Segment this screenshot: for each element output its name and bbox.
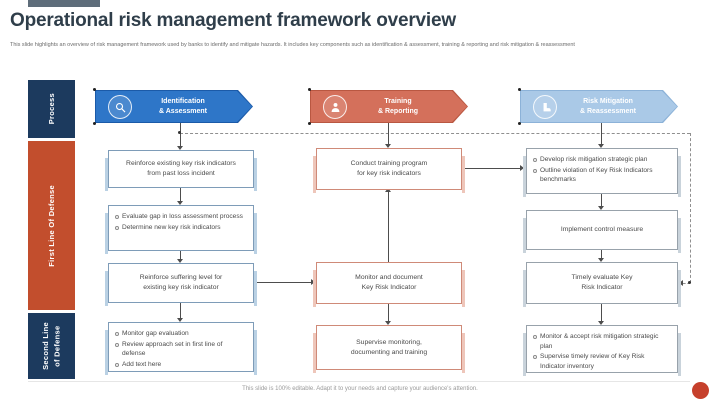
bullet-item: Review approach set in first line of def… [113, 340, 247, 359]
sidebar-band-process: Process [28, 80, 75, 138]
header-risk-mitigation-reassessment: Risk Mitigation & Reassessment [518, 88, 678, 125]
header-identification-assessment: Identification & Assessment [93, 88, 253, 125]
arrowhead-down [598, 321, 604, 325]
arrowhead-down [177, 146, 183, 150]
red-dot-badge [692, 382, 709, 399]
bullet-item: Outline violation of Key Risk Indicators… [531, 166, 671, 185]
arrowhead-left [679, 280, 683, 286]
box-text: Reinforce suffering level for existing k… [139, 274, 223, 291]
arrowhead-up [385, 188, 391, 192]
box-supervise-monitoring: Supervise monitoring, documenting and tr… [313, 325, 465, 373]
bullet-list: Develop risk mitigation strategic plan O… [527, 149, 677, 190]
footer-note: This slide is 100% editable. Adapt it to… [242, 386, 478, 392]
connector-c2b1-c3b1 [461, 168, 520, 169]
arrowhead-down [598, 258, 604, 262]
box-develop-mitigation-plan: Develop risk mitigation strategic plan O… [523, 148, 681, 197]
bullet-list: Monitor gap evaluation Review approach s… [109, 323, 253, 374]
box-text: Implement control measure [560, 226, 644, 234]
box-monitor-document-kri: Monitor and document Key Risk Indicator [313, 262, 465, 307]
connector-c1b2-c1b3 [180, 250, 181, 259]
arrowhead-down [385, 321, 391, 325]
bullet-list: Evaluate gap in loss assessment process … [109, 206, 253, 237]
connector-header3-box [601, 123, 602, 144]
dashed-feedback-stub [683, 283, 690, 284]
arrowhead-down [385, 144, 391, 148]
bullet-item: Monitor gap evaluation [113, 329, 247, 339]
connector-c3b1-c3b2 [601, 193, 602, 206]
box-text: Conduct training program for key risk in… [350, 160, 428, 177]
arrowhead-down [177, 318, 183, 322]
magnifier-icon [108, 95, 132, 119]
arrowhead-down [177, 259, 183, 263]
connector-c3b3-c3b4 [601, 303, 602, 321]
box-monitor-accept-plan: Monitor & accept risk mitigation strateg… [523, 325, 681, 376]
dashed-feedback-top [180, 133, 690, 134]
top-tab-bar [28, 0, 100, 7]
boot-icon [533, 95, 557, 119]
box-monitor-gap-evaluation: Monitor gap evaluation Review approach s… [105, 322, 257, 375]
bullet-item: Evaluate gap in loss assessment process [113, 212, 247, 222]
sidebar-band-second-line: Second Line of Defense [28, 313, 75, 379]
arrowhead-right [520, 165, 524, 171]
arrowhead-down [598, 206, 604, 210]
box-implement-control-measure: Implement control measure [523, 210, 681, 253]
bullet-item: Monitor & accept risk mitigation strateg… [531, 332, 671, 351]
box-text: Reinforce existing key risk indicators f… [126, 160, 236, 177]
connector-c2b2-c2b1 [388, 192, 389, 262]
sidebar-label-second-line: Second Line of Defense [41, 322, 62, 370]
box-text: Supervise monitoring, documenting and tr… [350, 338, 428, 356]
connector-c1b1-c1b2 [180, 187, 181, 201]
box-text: Timely evaluate Key Risk Indicator [571, 274, 633, 291]
connector-junction-dot [178, 131, 181, 134]
bullet-list: Monitor & accept risk mitigation strateg… [527, 326, 677, 376]
connector-header1-box1 [180, 123, 181, 146]
sidebar-band-first-line: First Line Of Defense [28, 141, 75, 310]
bullet-item: Develop risk mitigation strategic plan [531, 155, 671, 165]
bullet-item: Add text here [113, 360, 247, 370]
slide-subtitle: This slide highlights an overview of ris… [10, 42, 575, 48]
header-label: Risk Mitigation & Reassessment [579, 98, 637, 115]
connector-c3b2-c3b3 [601, 249, 602, 258]
page-title: Operational risk management framework ov… [10, 10, 456, 31]
bullet-item: Supervise timely review of Key Risk Indi… [531, 352, 671, 371]
sidebar-label-first-line: First Line Of Defense [46, 184, 56, 267]
header-label: Training & Reporting [377, 98, 419, 115]
arrowhead-down [177, 201, 183, 205]
header-training-reporting: Training & Reporting [308, 88, 468, 125]
box-reinforce-suffering-level: Reinforce suffering level for existing k… [105, 263, 257, 306]
sidebar-label-process: Process [46, 93, 56, 125]
connector-header2-box [388, 123, 389, 144]
box-conduct-training: Conduct training program for key risk in… [313, 148, 465, 193]
arrowhead-right [311, 279, 315, 285]
bullet-item: Determine new key risk indicators [113, 223, 247, 233]
header-label: Identification & Assessment [159, 98, 207, 115]
connector-c1b3-c2b2 [253, 282, 311, 283]
box-evaluate-gap: Evaluate gap in loss assessment process … [105, 205, 257, 254]
dashed-feedback-right [690, 133, 691, 283]
presenter-icon [323, 95, 347, 119]
arrowhead-down [598, 144, 604, 148]
connector-c2b2-c2b3 [388, 303, 389, 321]
box-reinforce-existing-indicators: Reinforce existing key risk indicators f… [105, 150, 257, 191]
connector-junction-dot [688, 281, 691, 284]
box-timely-evaluate-kri: Timely evaluate Key Risk Indicator [523, 262, 681, 307]
footer-divider [28, 381, 690, 382]
box-text: Monitor and document Key Risk Indicator [355, 274, 423, 291]
connector-c1b3-c1b4 [180, 302, 181, 318]
